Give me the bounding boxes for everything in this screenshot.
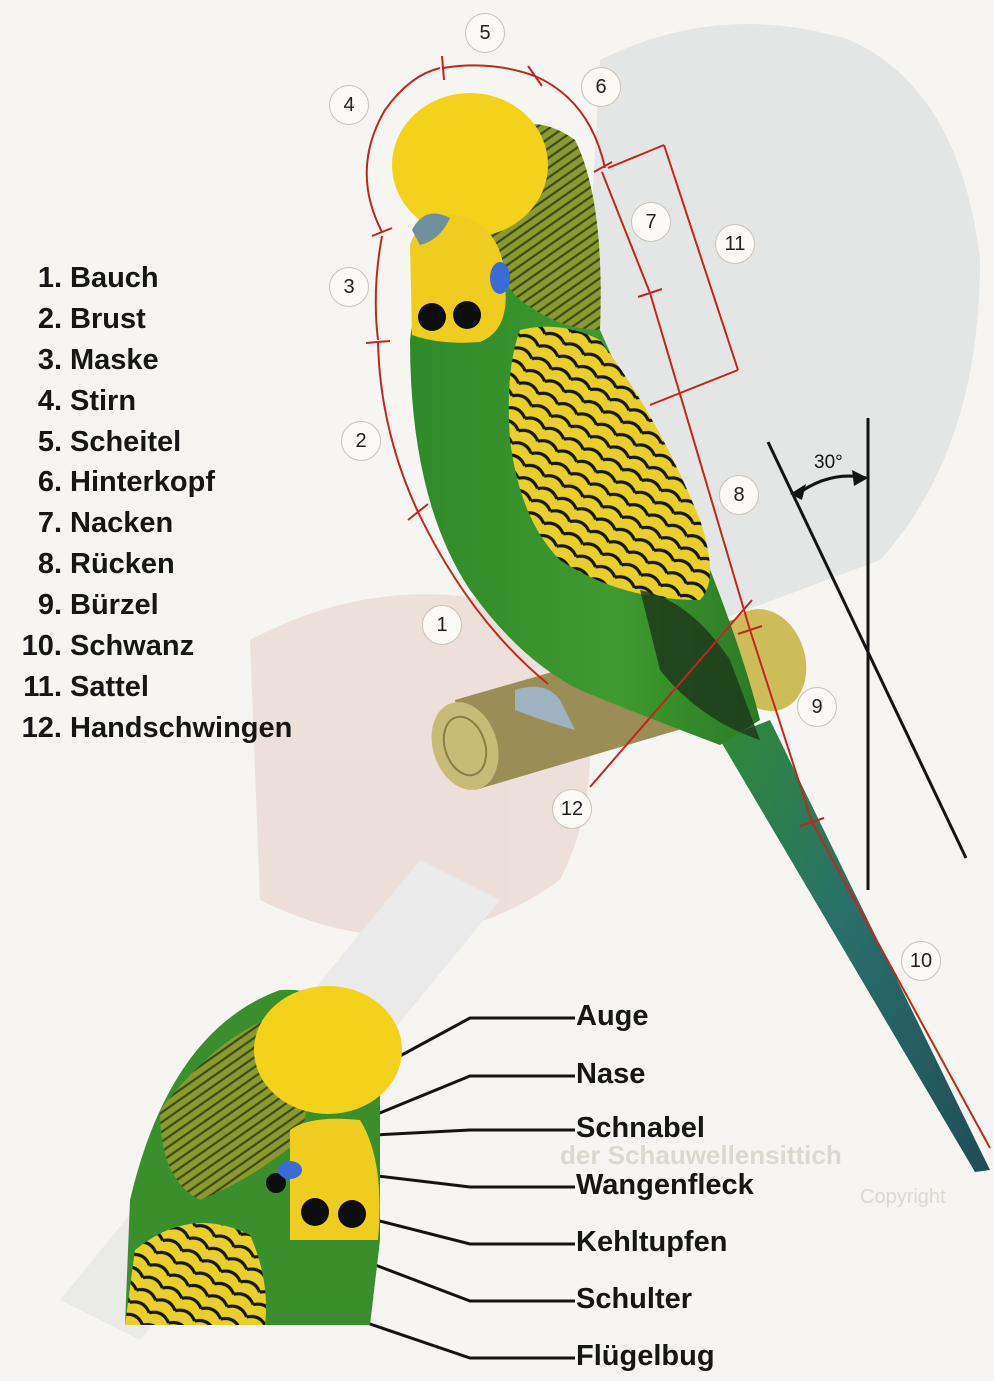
legend-item: 2.Brust xyxy=(0,299,330,340)
legend-item: 7.Nacken xyxy=(0,503,330,544)
watermark-title: der Schauwellensittich xyxy=(560,1140,842,1171)
legend-number: 11. xyxy=(0,671,70,704)
bird-crown xyxy=(392,93,548,237)
throat-spot xyxy=(418,303,446,331)
marker-1: 1 xyxy=(422,605,462,645)
legend-item: 5.Scheitel xyxy=(0,422,330,463)
legend-label: Scheitel xyxy=(70,426,181,459)
legend-number: 9. xyxy=(0,589,70,622)
legend-label: Stirn xyxy=(70,385,136,418)
callout-label: Schulter xyxy=(576,1285,692,1314)
marker-7: 7 xyxy=(631,202,671,242)
legend-label: Handschwingen xyxy=(70,712,292,745)
legend-label: Maske xyxy=(70,344,159,377)
legend-number: 8. xyxy=(0,548,70,581)
legend-item: 6.Hinterkopf xyxy=(0,462,330,503)
angle-label: 30° xyxy=(814,452,843,473)
legend-number: 12. xyxy=(0,712,70,745)
callout-label: Nase xyxy=(576,1060,645,1089)
marker-11: 11 xyxy=(715,224,755,264)
watermark-copyright: Copyright xyxy=(860,1186,946,1209)
marker-10: 10 xyxy=(901,941,941,981)
legend-number: 6. xyxy=(0,466,70,499)
inset-head xyxy=(125,986,402,1325)
legend-number: 5. xyxy=(0,426,70,459)
legend-item: 10.Schwanz xyxy=(0,626,330,667)
marker-5: 5 xyxy=(465,13,505,53)
legend-item: 1.Bauch xyxy=(0,258,330,299)
legend-label: Rücken xyxy=(70,548,175,581)
cheek-patch xyxy=(490,262,510,294)
legend-number: 1. xyxy=(0,262,70,295)
legend-label: Bürzel xyxy=(70,589,159,622)
legend-item: 4.Stirn xyxy=(0,381,330,422)
callout-label: Schnabel xyxy=(576,1114,705,1143)
marker-9: 9 xyxy=(797,687,837,727)
legend-label: Sattel xyxy=(70,671,149,704)
callout-label: Kehltupfen xyxy=(576,1228,727,1257)
legend-item: 8.Rücken xyxy=(0,544,330,585)
parts-legend: 1.Bauch2.Brust3.Maske4.Stirn5.Scheitel6.… xyxy=(0,258,330,749)
legend-item: 3.Maske xyxy=(0,340,330,381)
throat-spot xyxy=(453,301,481,329)
legend-label: Brust xyxy=(70,303,146,336)
marker-12: 12 xyxy=(552,789,592,829)
marker-2: 2 xyxy=(341,421,381,461)
bird-tail xyxy=(720,720,990,1172)
legend-label: Hinterkopf xyxy=(70,466,215,499)
marker-4: 4 xyxy=(329,85,369,125)
legend-number: 2. xyxy=(0,303,70,336)
legend-number: 4. xyxy=(0,385,70,418)
legend-number: 7. xyxy=(0,507,70,540)
callout-label: Auge xyxy=(576,1002,649,1031)
legend-label: Bauch xyxy=(70,262,159,295)
legend-item: 11.Sattel xyxy=(0,667,330,708)
legend-label: Nacken xyxy=(70,507,173,540)
legend-number: 10. xyxy=(0,630,70,663)
legend-label: Schwanz xyxy=(70,630,194,663)
callout-label: Wangenfleck xyxy=(576,1171,754,1200)
callout-label: Flügelbug xyxy=(576,1342,715,1371)
marker-8: 8 xyxy=(719,475,759,515)
marker-6: 6 xyxy=(581,67,621,107)
legend-item: 12.Handschwingen xyxy=(0,708,330,749)
legend-number: 3. xyxy=(0,344,70,377)
marker-3: 3 xyxy=(329,267,369,307)
legend-item: 9.Bürzel xyxy=(0,585,330,626)
